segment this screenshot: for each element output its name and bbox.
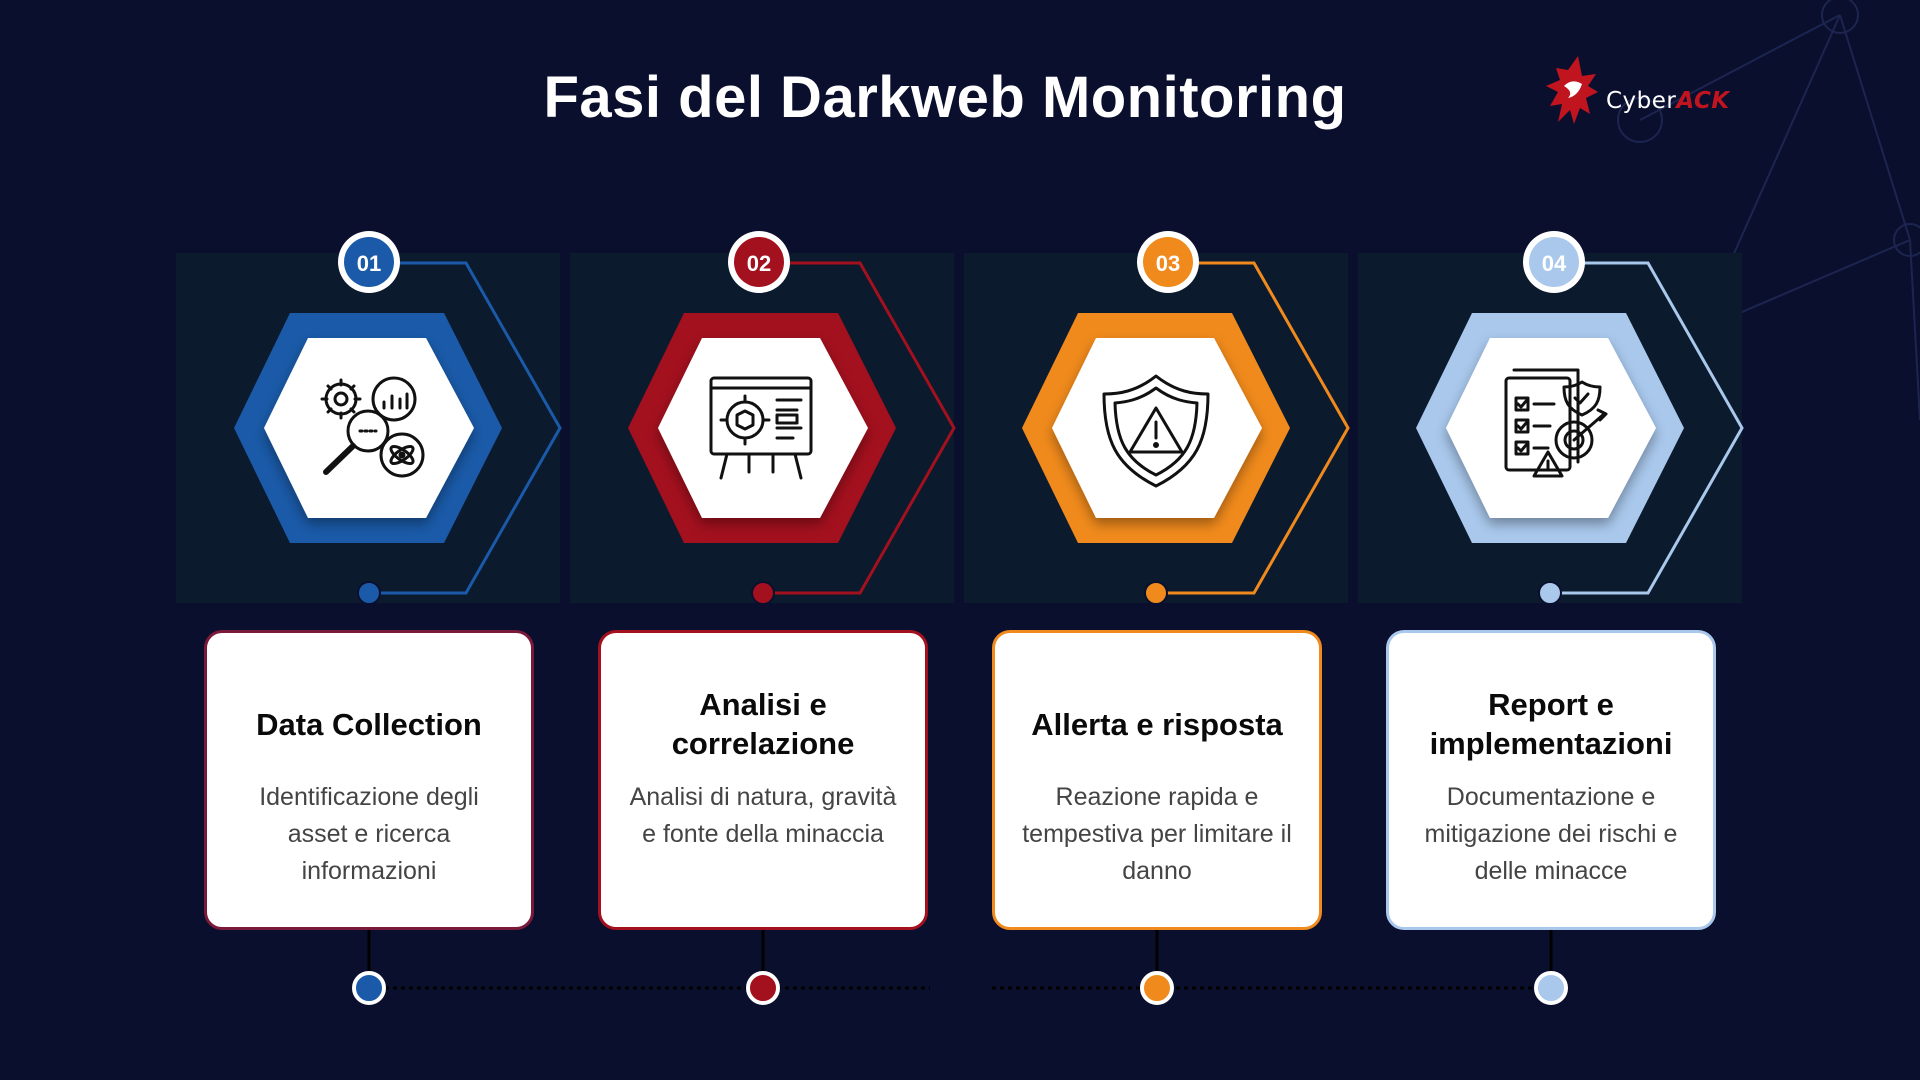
step-4: 04 [1416, 231, 1744, 605]
logo-text-accent: ACK [1676, 88, 1730, 114]
step-4-hexagon-inner [1446, 338, 1656, 518]
step-1-title: Data Collection [256, 706, 482, 742]
step-2: 02 [628, 231, 956, 605]
step-1-hexagon-inner [264, 338, 474, 518]
step-3-number: 03 [1156, 251, 1180, 276]
presentation-board-gear-icon [709, 376, 813, 480]
red-warrior-helmet-icon [1546, 56, 1598, 124]
step-3-badge-inner [1143, 237, 1193, 287]
step-1: 01 [234, 231, 562, 605]
step-2-number: 02 [747, 251, 771, 276]
step-2-card: Analisi e correlazione Analisi di natura… [598, 630, 928, 930]
step-4-card: Report e implementazioni Documentazione … [1386, 630, 1716, 930]
step-4-description: Documentazione e mitigazione dei rischi … [1424, 783, 1678, 885]
step-2-bracket-line [762, 261, 956, 595]
step-3-bracket-line [1156, 261, 1350, 595]
step-4-badge-inner [1529, 237, 1579, 287]
step-1-bracket-line [368, 261, 562, 595]
step-2-end-dot [751, 581, 775, 605]
cyberack-logo: CyberACK [1538, 52, 1758, 138]
step-4-bracket-line [1550, 261, 1744, 595]
logo-text-main: Cyber [1606, 88, 1677, 114]
step-1-number: 01 [357, 251, 381, 276]
step-2-badge-inner [734, 237, 784, 287]
step-1-card: Data Collection Identificazione degli as… [204, 630, 534, 930]
step-2-description: Analisi di natura, gravità e fonte della… [629, 783, 897, 848]
step-4-title: Report e implementazioni [1429, 687, 1673, 761]
page-title: Fasi del Darkweb Monitoring [543, 65, 1347, 130]
step-1-badge-inner [344, 237, 394, 287]
step-3-description: Reazione rapida e tempestiva per limitar… [1022, 783, 1292, 885]
step-3-end-dot [1144, 581, 1168, 605]
step-4-number: 04 [1542, 251, 1567, 276]
checklist-target-shield-icon [1504, 368, 1608, 478]
shield-warning-icon [1102, 374, 1210, 488]
step-3-card: Allerta e risposta Reazione rapida e tem… [992, 630, 1322, 930]
step-4-end-dot [1538, 581, 1562, 605]
step-1-description: Identificazione degli asset e ricerca in… [259, 783, 479, 885]
step-3: 03 [1022, 231, 1350, 605]
step-3-title: Allerta e risposta [1031, 706, 1283, 742]
step-2-title: Analisi e correlazione [671, 687, 855, 761]
step-1-end-dot [357, 581, 381, 605]
gears-chart-magnifier-icon [320, 376, 425, 478]
